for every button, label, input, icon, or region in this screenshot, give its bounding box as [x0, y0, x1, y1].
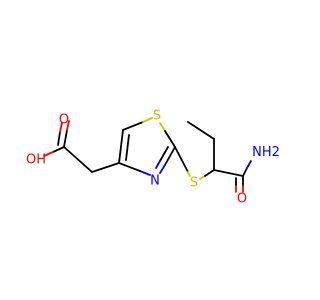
bond-hydroxyl — [52, 146, 65, 153]
bond-s1-c2 — [164, 130, 176, 148]
carbonyl-oxygen-label: O — [59, 113, 69, 128]
bond-c2-s-yellow — [187, 171, 191, 177]
amide-nh2-text: NH2 — [252, 145, 280, 160]
molecule-structure: O OH S N S NH2 O — [26, 109, 280, 207]
bond-c2-s — [174, 146, 189, 173]
amide-oxygen-label: O — [237, 192, 247, 207]
ring-nitrogen-label: N — [150, 174, 160, 189]
bond-c4-c5 — [118, 129, 124, 164]
bond-carbonyl-oxygen-double-red — [59, 122, 63, 133]
bond-c2-n3-double-blue — [155, 160, 161, 169]
bond-c2-n3-blue — [159, 164, 166, 174]
bond-ch-amide-c — [213, 169, 244, 177]
bond-s-ch-yellow — [199, 175, 206, 180]
bond-amide-c-n — [242, 167, 248, 177]
bond-s-ch — [204, 169, 215, 177]
bond-n3-c4 — [118, 162, 141, 172]
ring-sulfur-label: S — [153, 109, 161, 124]
bond-amide-c-n-blue — [246, 160, 252, 169]
thioether-sulfur-label: S — [190, 176, 198, 191]
bond-n3-c4-blue — [139, 170, 151, 176]
atom-labels: O OH S N S NH2 O — [26, 109, 280, 207]
bond-c2-n3 — [164, 146, 176, 166]
bond-ch2-ring — [91, 162, 120, 173]
bond-carbonyl-oxygen — [63, 129, 68, 148]
bond-carbonyl-oxygen-red — [66, 120, 70, 131]
hydroxyl-label: OH — [26, 153, 46, 168]
bond-c5-s1 — [122, 121, 144, 131]
bond-acid-ch2 — [63, 146, 93, 173]
bond-c2-n3-double — [159, 146, 169, 162]
bond-s1-c2-yellow — [159, 122, 166, 132]
amide-nh2-label: NH2 — [252, 145, 280, 160]
bond-c5-s1-yellow — [142, 117, 153, 123]
bond-hydroxyl-red — [43, 151, 54, 157]
bond-ch2-ch3 — [187, 121, 215, 140]
bond-carbonyl-oxygen-double — [57, 131, 61, 146]
bond-c4-c5-double — [125, 134, 130, 161]
bonds — [43, 117, 252, 193]
